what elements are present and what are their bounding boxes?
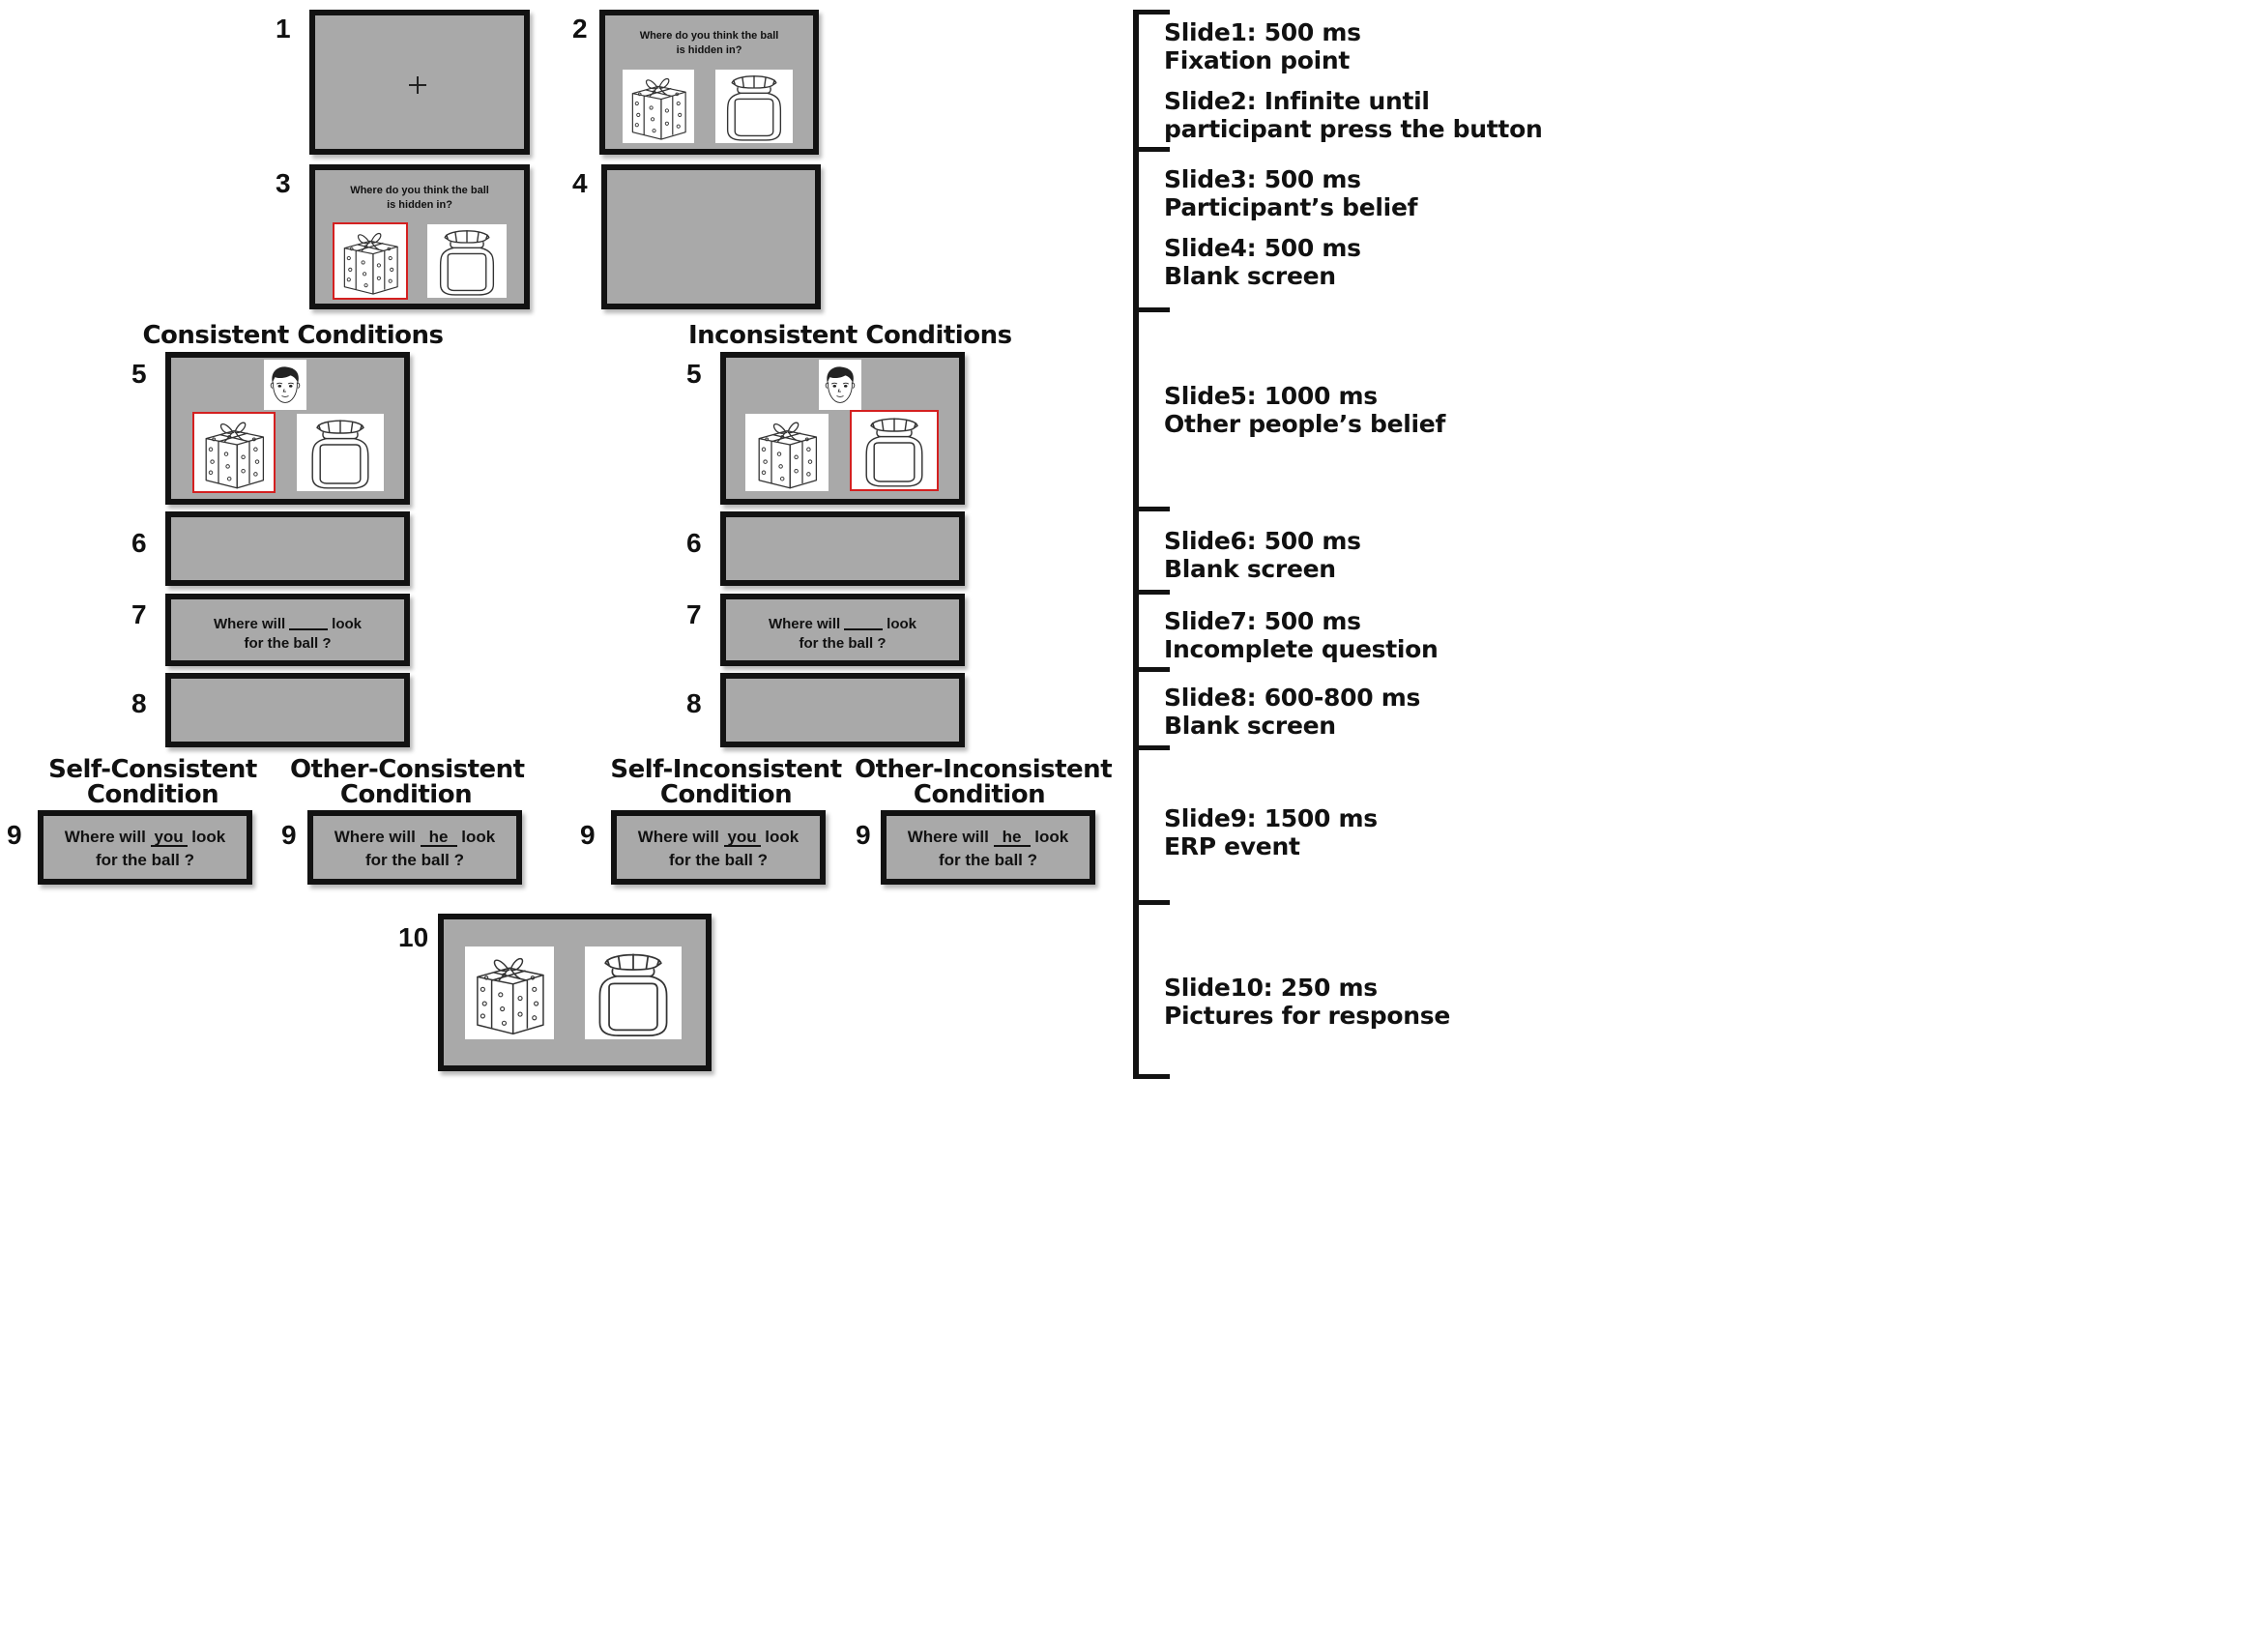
timeline-tick bbox=[1133, 307, 1170, 312]
timeline-tick bbox=[1133, 900, 1170, 905]
gift-box-icon bbox=[192, 412, 276, 493]
slide-number: 1 bbox=[276, 14, 291, 44]
slide-9-other-consistent: Where will he look for the ball ? bbox=[307, 810, 522, 885]
jar-icon bbox=[585, 947, 682, 1039]
prompt-text: Where do you think the ball is hidden in… bbox=[639, 30, 779, 56]
slide-number: 9 bbox=[856, 820, 871, 850]
slide-8-blank bbox=[720, 673, 965, 747]
slide-3-participant-belief: Where do you think the ball is hidden in… bbox=[309, 164, 530, 309]
timeline-tick bbox=[1133, 507, 1170, 511]
jar-icon bbox=[715, 70, 793, 143]
boy-face-icon bbox=[264, 360, 306, 410]
slide-5-consistent bbox=[165, 352, 410, 505]
slide-number: 2 bbox=[572, 14, 588, 44]
timeline-label-slide7: Slide7: 500 ms Incomplete question bbox=[1164, 607, 1439, 663]
gift-box-icon bbox=[465, 947, 554, 1039]
timeline-label-slide6: Slide6: 500 ms Blank screen bbox=[1164, 527, 1361, 583]
slide-10-response bbox=[438, 914, 712, 1071]
question-text: Where will you look for the ball ? bbox=[637, 828, 800, 869]
jar-icon bbox=[297, 414, 384, 491]
gift-box-icon bbox=[623, 70, 694, 143]
slide-8-blank bbox=[165, 673, 410, 747]
timeline-tick bbox=[1133, 147, 1170, 152]
slide-number: 3 bbox=[276, 168, 291, 198]
slide-number: 10 bbox=[398, 922, 429, 952]
slide-9-other-inconsistent: Where will he look for the ball ? bbox=[881, 810, 1095, 885]
slide-number: 9 bbox=[281, 820, 297, 850]
slide-9-self-consistent: Where will you look for the ball ? bbox=[38, 810, 252, 885]
slide-2-question: Where do you think the ball is hidden in… bbox=[599, 10, 819, 155]
timeline-label-slide1: Slide1: 500 ms Fixation point bbox=[1164, 18, 1361, 74]
heading-self-inconsistent: Self-Inconsistent Condition bbox=[610, 755, 842, 809]
slide-number: 6 bbox=[686, 528, 702, 558]
slide-number: 9 bbox=[580, 820, 596, 850]
slide-number: 6 bbox=[131, 528, 147, 558]
timeline-tick bbox=[1133, 590, 1170, 595]
slide-6-blank bbox=[165, 511, 410, 586]
timeline-label-slide8: Slide8: 600-800 ms Blank screen bbox=[1164, 684, 1421, 740]
gift-box-icon bbox=[745, 414, 829, 491]
slide-1-fixation bbox=[309, 10, 530, 155]
timeline-tick bbox=[1133, 1074, 1170, 1079]
fixation-cross-icon bbox=[409, 76, 426, 94]
jar-icon bbox=[427, 224, 507, 298]
slide-number: 7 bbox=[131, 599, 147, 629]
slide-number: 7 bbox=[686, 599, 702, 629]
heading-consistent: Consistent Conditions bbox=[142, 321, 444, 350]
timeline-bar bbox=[1133, 10, 1139, 1079]
timeline-label-slide10: Slide10: 250 ms Pictures for response bbox=[1164, 974, 1450, 1030]
blank-line bbox=[844, 627, 884, 630]
timeline-tick bbox=[1133, 10, 1170, 15]
timeline-label-slide9: Slide9: 1500 ms ERP event bbox=[1164, 804, 1378, 860]
timeline-label-slide5: Slide5: 1000 ms Other people’s belief bbox=[1164, 382, 1446, 438]
timeline-label-slide3: Slide3: 500 ms Participant’s belief bbox=[1164, 165, 1418, 221]
heading-self-consistent: Self-Consistent Condition bbox=[48, 755, 257, 809]
blank-line bbox=[289, 627, 329, 630]
jar-icon bbox=[850, 410, 939, 491]
heading-inconsistent: Inconsistent Conditions bbox=[688, 321, 1012, 350]
boy-face-icon bbox=[819, 360, 861, 410]
gift-box-icon bbox=[333, 222, 408, 300]
timeline-tick bbox=[1133, 667, 1170, 672]
timeline-label-slide4: Slide4: 500 ms Blank screen bbox=[1164, 234, 1361, 290]
slide-number: 9 bbox=[7, 820, 22, 850]
question-text: Where will you look for the ball ? bbox=[64, 828, 226, 869]
heading-other-inconsistent: Other-Inconsistent Condition bbox=[855, 755, 1113, 809]
slide-number: 5 bbox=[686, 359, 702, 389]
heading-other-consistent: Other-Consistent Condition bbox=[290, 755, 525, 809]
prompt-text: Where do you think the ball is hidden in… bbox=[350, 185, 489, 211]
question-text: Where will he look for the ball ? bbox=[907, 828, 1069, 869]
slide-9-self-inconsistent: Where will you look for the ball ? bbox=[611, 810, 826, 885]
slide-number: 8 bbox=[686, 688, 702, 718]
slide-number: 5 bbox=[131, 359, 147, 389]
slide-6-blank bbox=[720, 511, 965, 586]
slide-number: 8 bbox=[131, 688, 147, 718]
timeline-tick bbox=[1133, 745, 1170, 750]
slide-5-inconsistent bbox=[720, 352, 965, 505]
question-text: Where will he look for the ball ? bbox=[334, 828, 496, 869]
timeline-label-slide2: Slide2: Infinite until participant press… bbox=[1164, 87, 1543, 143]
slide-number: 4 bbox=[572, 168, 588, 198]
slide-4-blank bbox=[601, 164, 821, 309]
